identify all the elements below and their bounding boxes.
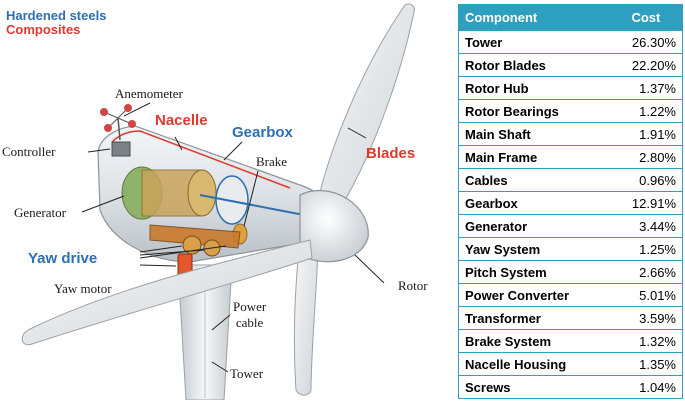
cell-component: Brake System (458, 329, 610, 353)
cell-component: Power Converter (458, 283, 610, 307)
legend-hardened-steels: Hardened steels (6, 8, 107, 23)
label-power-cable: Power cable (233, 299, 266, 331)
cell-component: Main Shaft (458, 122, 610, 146)
label-blades: Blades (366, 145, 416, 162)
cell-cost: 3.44% (609, 214, 684, 238)
label-brake: Brake (256, 154, 288, 169)
cell-component: Rotor Bearings (458, 99, 610, 123)
cell-cost: 22.20% (609, 53, 684, 77)
label-gearbox: Gearbox (232, 124, 293, 141)
cell-cost: 1.04% (609, 375, 684, 399)
label-power-cable-line2: cable (235, 315, 264, 330)
label-anemometer: Anemometer (115, 86, 183, 101)
cell-component: Pitch System (458, 260, 610, 284)
cell-cost: 1.35% (609, 352, 684, 376)
cell-cost: 0.96% (609, 168, 684, 192)
label-yaw-motor: Yaw motor (54, 281, 112, 296)
blade-left (21, 239, 313, 346)
cell-cost: 1.91% (609, 122, 684, 146)
cell-component: Rotor Blades (458, 53, 610, 77)
cell-component: Generator (458, 214, 610, 238)
cell-component: Transformer (458, 306, 610, 330)
cell-component: Screws (458, 375, 610, 399)
cell-component: Tower (458, 30, 610, 54)
gearbox-shape (215, 175, 249, 225)
cell-component: Cables (458, 168, 610, 192)
cell-cost: 12.91% (609, 191, 684, 215)
cell-component: Rotor Hub (458, 76, 610, 100)
label-power-cable-line1: Power (233, 299, 267, 314)
label-tower: Tower (230, 366, 264, 381)
blade-upper (317, 3, 415, 213)
header-component: Component (458, 4, 610, 31)
blade-lower (293, 234, 319, 396)
cell-component: Nacelle Housing (458, 352, 610, 376)
header-cost: Cost (608, 4, 684, 31)
anemometer-shape (100, 104, 136, 141)
label-rotor: Rotor (398, 278, 428, 293)
cell-component: Main Frame (458, 145, 610, 169)
label-controller: Controller (2, 144, 56, 159)
cell-cost: 2.66% (609, 260, 684, 284)
cell-cost: 1.37% (609, 76, 684, 100)
cell-cost: 2.80% (609, 145, 684, 169)
turbine-diagram: Hardened steels Composites Anemometer Na… (2, 3, 428, 401)
rotor-hub (299, 189, 369, 263)
cell-cost: 1.22% (609, 99, 684, 123)
controller-shape (111, 141, 131, 157)
label-nacelle: Nacelle (155, 112, 208, 129)
label-generator: Generator (14, 205, 66, 220)
cell-cost: 3.59% (609, 306, 684, 330)
legend-composites: Composites (6, 22, 81, 37)
cell-component: Yaw System (458, 237, 610, 261)
turbine-illustration (21, 3, 415, 401)
cell-cost: 5.01% (609, 283, 684, 307)
cell-component: Gearbox (458, 191, 610, 215)
label-yaw-drive: Yaw drive (28, 250, 98, 267)
cell-cost: 1.32% (609, 329, 684, 353)
cell-cost: 26.30% (609, 30, 684, 54)
table-header-row: Component Cost (458, 4, 684, 31)
cell-cost: 1.25% (609, 237, 684, 261)
